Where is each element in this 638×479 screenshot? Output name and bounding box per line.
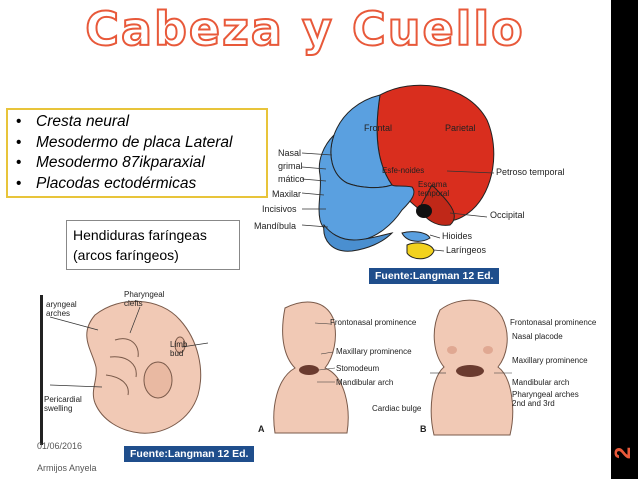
label-cardiac-bulge: Cardiac bulge [372, 404, 422, 413]
mandible [323, 223, 394, 252]
label-frontonasal: Frontonasal prominence [330, 318, 417, 327]
embryo-illustration [40, 295, 209, 445]
list-item: Cresta neural [16, 112, 266, 133]
face-illustration-a [273, 301, 349, 434]
pharyngeal-arches-box: Hendiduras faríngeas (arcos faríngeos) [66, 220, 240, 270]
panel-label-a: A [258, 424, 265, 434]
label-mandibular: Mandibular arch [336, 378, 394, 387]
origins-list-box: Cresta neural Mesodermo de placa Lateral… [6, 108, 268, 198]
label-nasal-placode: Nasal placode [512, 332, 563, 341]
label-petroso: Petroso temporal [496, 167, 565, 177]
temporal-dark [416, 204, 432, 218]
label-cigomatico: mático [278, 174, 305, 184]
label-laringeos: Laríngeos [446, 245, 487, 255]
label-escama: Escama temporal [418, 180, 450, 198]
skull-illustration [301, 84, 495, 260]
face-illustration-b [430, 299, 514, 436]
footer-author: Armijos Anyela [37, 463, 97, 473]
label-occipital: Occipital [490, 210, 525, 220]
pharyngeal-box-line2: (arcos faríngeos) [73, 247, 179, 263]
footer-date: 01/06/2016 [37, 441, 83, 451]
label-frontal: Frontal [364, 123, 393, 133]
pharyngeal-box-line1: Hendiduras faríngeas [73, 227, 207, 243]
label-mandibular-b: Mandibular arch [512, 378, 570, 387]
label-lagrimal: grimal [278, 161, 303, 171]
label-incisivos: Incisivos [262, 204, 297, 214]
label-pharyngeal-arches-b: Pharyngeal arches 2nd and 3rd [512, 390, 579, 408]
label-limb-bud: Limb bud [170, 340, 188, 358]
list-item: Mesodermo 87ikparaxial [16, 153, 266, 174]
laryngeal-cartilage [406, 242, 435, 260]
label-nasal: Nasal [278, 148, 302, 158]
hyoid-bone [401, 231, 431, 242]
label-parietal: Parietal [445, 123, 476, 133]
embryo-body [86, 300, 202, 434]
list-item: Placodas ectodérmicas [16, 174, 266, 195]
origins-list: Cresta neural Mesodermo de placa Lateral… [8, 112, 266, 194]
source-badge-top: Fuente:Langman 12 Ed. [369, 268, 500, 284]
label-pharyngeal-arches: aryngeal arches [46, 300, 77, 318]
label-maxillary: Maxillary prominence [336, 347, 412, 356]
label-frontonasal-b: Frontonasal prominence [510, 318, 597, 327]
label-pericardial: Pericardial swelling [44, 395, 82, 413]
face-bones [318, 134, 415, 242]
list-item: Mesodermo de placa Lateral [16, 133, 266, 154]
sidebar-bar [611, 0, 638, 479]
label-mandibula: Mandíbula [254, 221, 297, 231]
panel-label-b: B [420, 424, 427, 434]
slide-number: 2 [610, 446, 635, 460]
label-pharyngeal-clefts: Pharyngeal clefts [124, 290, 165, 308]
label-stomodeum: Stomodeum [336, 364, 380, 373]
label-maxillary-b: Maxillary prominence [512, 356, 588, 365]
label-esfenoides: Esfe-noides [382, 166, 425, 175]
source-badge-bottom: Fuente:Langman 12 Ed. [124, 446, 255, 462]
label-hioides: Hioides [442, 231, 473, 241]
label-maxilar: Maxilar [272, 189, 302, 199]
slide-title: Cabeza y Cuello [84, 1, 525, 57]
